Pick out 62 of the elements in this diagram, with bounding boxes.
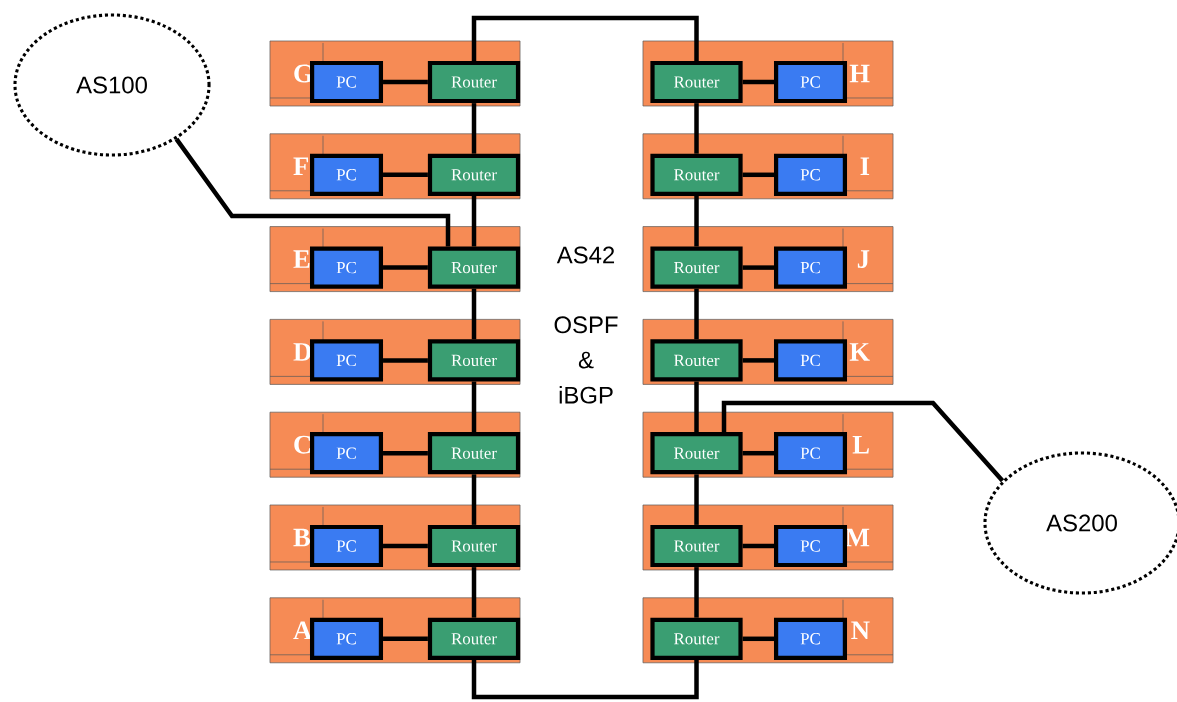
link-line: [471, 381, 477, 433]
pc-box: PC: [774, 246, 848, 289]
link-line: [471, 195, 477, 247]
link-line: [742, 172, 774, 178]
router-box: Router: [650, 60, 743, 104]
router-box: Router: [427, 617, 521, 660]
link-line: [471, 659, 699, 700]
link-line: [174, 137, 451, 247]
link-line: [383, 79, 428, 85]
link-line: [383, 543, 428, 549]
protocol-label: OSPF & iBGP: [554, 316, 618, 404]
link-line: [694, 195, 699, 247]
router-box: Router: [427, 524, 521, 568]
pc-box: PC: [774, 524, 848, 568]
link-line: [742, 543, 774, 549]
router-box: Router: [427, 246, 521, 289]
link-line: [694, 288, 699, 340]
router-box: Router: [427, 339, 521, 382]
pc-box: PC: [774, 60, 848, 104]
link-line: [694, 103, 699, 154]
pc-box: PC: [310, 524, 384, 568]
link-line: [471, 15, 699, 61]
link-line: [471, 567, 477, 618]
link-line: [742, 358, 774, 363]
pc-box: PC: [310, 60, 384, 104]
router-box: Router: [650, 524, 743, 568]
link-line: [471, 288, 477, 340]
pc-box: PC: [774, 339, 848, 382]
router-box: Router: [650, 432, 743, 475]
link-line: [742, 265, 774, 270]
router-box: Router: [650, 617, 743, 660]
link-line: [742, 450, 774, 456]
pc-box: PC: [310, 153, 384, 196]
link-line: [742, 636, 774, 642]
pc-box: PC: [774, 617, 848, 660]
link-line: [471, 103, 477, 154]
link-line: [694, 567, 699, 618]
link-line: [383, 358, 428, 363]
router-box: Router: [650, 246, 743, 289]
pc-box: PC: [310, 339, 384, 382]
pc-box: PC: [310, 246, 384, 289]
pc-box: PC: [310, 432, 384, 475]
link-line: [383, 172, 428, 178]
pc-box: PC: [310, 617, 384, 660]
pc-box: PC: [774, 153, 848, 196]
pc-box: PC: [774, 432, 848, 475]
link-line: [383, 450, 428, 456]
link-line: [694, 381, 699, 433]
as-label: AS42: [556, 246, 615, 264]
router-box: Router: [427, 153, 521, 196]
link-line: [694, 474, 699, 525]
link-line: [721, 400, 1005, 483]
link-line: [383, 265, 428, 270]
as-cloud: AS100: [13, 13, 211, 157]
link-line: [742, 79, 774, 85]
link-line: [383, 636, 428, 642]
router-box: Router: [650, 153, 743, 196]
as-cloud: AS200: [983, 451, 1177, 595]
link-line: [471, 474, 477, 525]
router-box: Router: [650, 339, 743, 382]
router-box: Router: [427, 432, 521, 475]
router-box: Router: [427, 60, 521, 104]
